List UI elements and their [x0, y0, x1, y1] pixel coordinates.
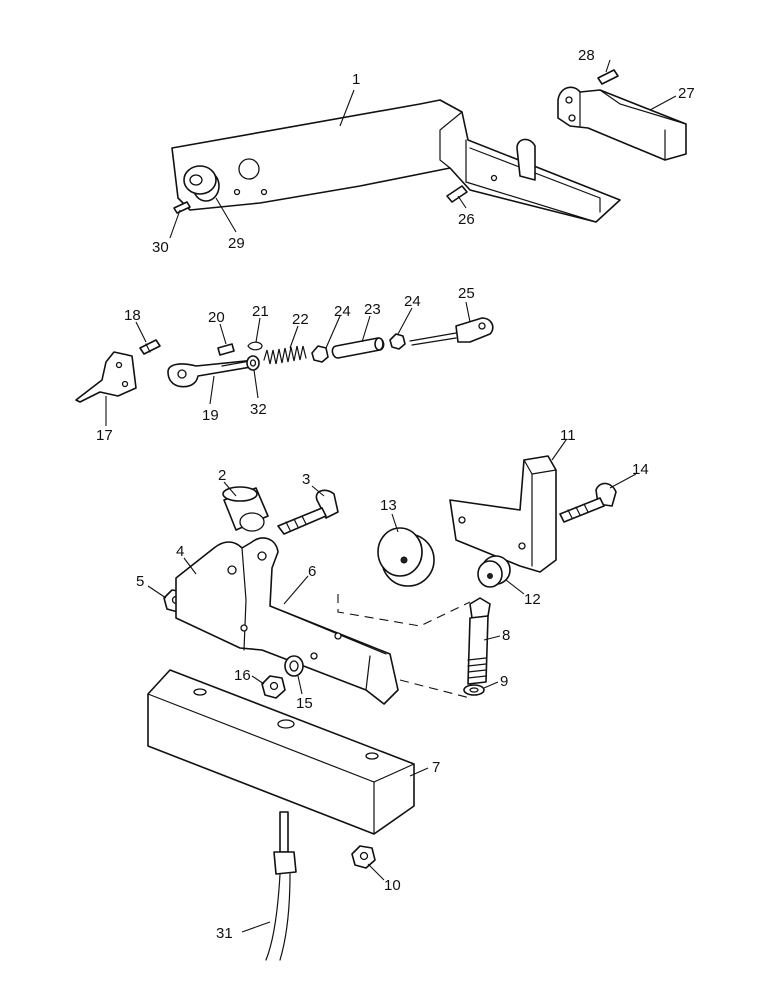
- callout-22: 22: [292, 311, 309, 328]
- nut-part-24-left: [311, 345, 329, 363]
- callout-5: 5: [136, 573, 144, 590]
- pin-part-18: [139, 339, 161, 355]
- callout-2: 2: [218, 467, 226, 484]
- bracket-part-11: [449, 455, 557, 573]
- roll-pin-part-30: [173, 201, 191, 214]
- callout-7: 7: [432, 759, 440, 776]
- callout-4: 4: [176, 543, 184, 560]
- callout-23: 23: [364, 301, 381, 318]
- callout-15: 15: [296, 695, 313, 712]
- callout-31: 31: [216, 925, 233, 942]
- rod-end-part-19: [167, 359, 258, 388]
- bushing-part-12: [477, 555, 511, 588]
- washer-part-9: [463, 684, 485, 696]
- callout-28: 28: [578, 47, 595, 64]
- clevis-part-25: [409, 317, 494, 346]
- bushing-part-29: [183, 165, 220, 202]
- pedal-arm: [171, 99, 621, 223]
- callout-12: 12: [524, 591, 541, 608]
- callout-9: 9: [500, 673, 508, 690]
- bracket-part-17: [75, 351, 137, 403]
- callout-32: 32: [250, 401, 267, 418]
- callout-24-right: 24: [404, 293, 421, 310]
- assembly-guide-lines: [337, 594, 471, 699]
- pin-part-20: [217, 343, 235, 356]
- nut-part-24-right: [389, 333, 406, 350]
- nut-part-10: [351, 845, 376, 869]
- callout-6: 6: [308, 563, 316, 580]
- bumper-part-13: [377, 527, 435, 587]
- bracket-part-6: [175, 537, 399, 705]
- pedal-pad: [557, 86, 687, 161]
- callout-26: 26: [458, 211, 475, 228]
- callout-24-left: 24: [334, 303, 351, 320]
- pin-part-28: [597, 69, 619, 85]
- callout-30: 30: [152, 239, 169, 256]
- nut-part-16: [261, 675, 286, 699]
- callout-3: 3: [302, 471, 310, 488]
- weight-block-part-7: [147, 669, 415, 835]
- callout-13: 13: [380, 497, 397, 514]
- leader-lines: [105, 59, 677, 933]
- spring-part-22: [263, 345, 307, 365]
- callout-labels: 1 28 27 30 29 26 18 20 21 22 24 23 24 25…: [96, 47, 695, 942]
- washer-part-15: [284, 655, 304, 677]
- callout-14: 14: [632, 461, 649, 478]
- washer-part-32: [246, 355, 260, 371]
- callout-27: 27: [678, 85, 695, 102]
- cable-part-31: [265, 811, 297, 961]
- callout-8: 8: [502, 627, 510, 644]
- callout-16: 16: [234, 667, 251, 684]
- callout-1: 1: [352, 71, 360, 88]
- callout-11: 11: [560, 427, 576, 444]
- callout-29: 29: [228, 235, 245, 252]
- callout-19: 19: [202, 407, 219, 424]
- bolt-part-3: [277, 489, 339, 535]
- callout-17: 17: [96, 427, 113, 444]
- callout-20: 20: [208, 309, 225, 326]
- bolt-part-8: [467, 597, 491, 685]
- callout-18: 18: [124, 307, 141, 324]
- callout-21: 21: [252, 303, 269, 320]
- callout-10: 10: [384, 877, 401, 894]
- tube-part-23: [331, 337, 385, 359]
- roll-pin-part-26: [446, 185, 468, 203]
- spacer-part-2: [222, 486, 269, 532]
- bolt-part-14: [559, 482, 617, 523]
- callout-25: 25: [458, 285, 475, 302]
- clip-part-21: [247, 341, 263, 351]
